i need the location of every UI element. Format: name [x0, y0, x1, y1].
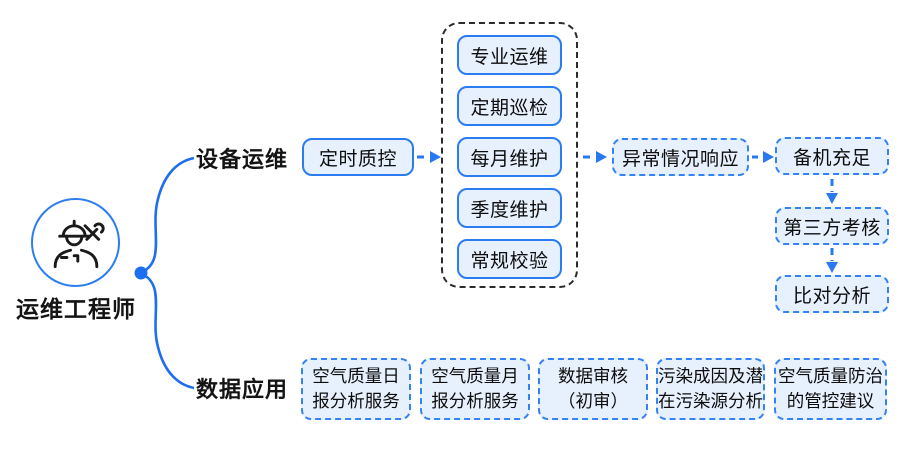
arrow-right-icon: [417, 151, 441, 163]
node-label-line: 在污染源分析: [658, 391, 763, 411]
node-label-line: 数据审核: [558, 366, 628, 386]
node-maintenance-item: 每月维护: [457, 137, 562, 177]
node-label-line: 的管控建议: [786, 391, 875, 411]
node-label-line: 空气质量日: [312, 366, 400, 386]
branch-label-data: 数据应用: [196, 377, 289, 402]
node-data-service: 空气质量日 报分析服务: [301, 358, 411, 420]
node-maintenance-item: 常规校验: [457, 239, 562, 279]
node-data-service: 空气质量月 报分析服务: [420, 358, 530, 420]
node-maintenance-item: 专业运维: [457, 35, 562, 75]
node-label-line: 空气质量防治: [778, 366, 883, 386]
arrow-down-icon: [826, 179, 838, 204]
node-label-line: （初审）: [558, 391, 628, 411]
arrow-right-icon: [752, 151, 774, 163]
node-label-line: 空气质量月: [431, 366, 519, 386]
engineer-icon: [53, 219, 105, 268]
arrow-down-icon: [826, 248, 838, 273]
node-label-line: 污染成因及潜: [658, 366, 763, 386]
node-label-line: 报分析服务: [312, 391, 400, 411]
node-data-service: 空气质量防治 的管控建议: [774, 358, 887, 420]
node-backup-sufficient: 备机充足: [775, 137, 889, 175]
node-third-party-assessment: 第三方考核: [775, 207, 889, 245]
node-data-service: 污染成因及潜 在污染源分析: [656, 358, 765, 420]
node-maintenance-item: 季度维护: [457, 188, 562, 228]
node-abnormal-response: 异常情况响应: [612, 138, 749, 176]
node-comparison-analysis: 比对分析: [775, 275, 889, 313]
branch-brace: [134, 156, 195, 390]
branch-label-equipment: 设备运维: [196, 147, 289, 172]
node-label-line: 报分析服务: [431, 391, 519, 411]
arrow-right-icon: [583, 151, 607, 163]
root-label: 运维工程师: [16, 296, 136, 322]
node-timed-quality-control: 定时质控: [302, 138, 414, 176]
node-maintenance-item: 定期巡检: [457, 86, 562, 126]
engineer-avatar: [31, 198, 120, 287]
node-data-service: 数据审核 （初审）: [538, 358, 648, 420]
node-group-maintenance: 专业运维 定期巡检 每月维护 季度维护 常规校验: [441, 22, 578, 288]
